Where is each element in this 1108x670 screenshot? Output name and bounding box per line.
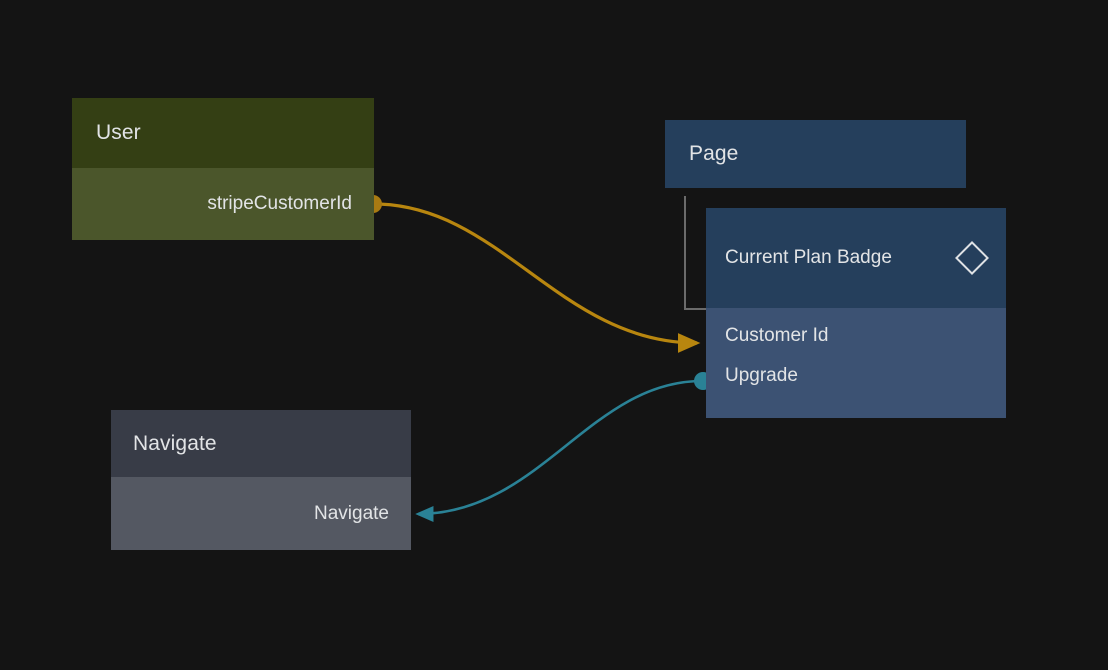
- node-current-plan-badge-header[interactable]: Current Plan Badge: [706, 208, 1006, 308]
- node-user-body: stripeCustomerId: [72, 168, 374, 240]
- node-user-header[interactable]: User: [72, 98, 374, 168]
- node-navigate-header[interactable]: Navigate: [111, 410, 411, 477]
- edge-upgrade-to-navigate: [415, 372, 712, 522]
- field-navigate-label: Navigate: [314, 502, 389, 524]
- node-navigate-body: Navigate: [111, 477, 411, 550]
- field-customer-id[interactable]: Customer Id: [706, 308, 1006, 356]
- parent-child-bracket: [684, 196, 706, 310]
- node-page[interactable]: Page: [665, 120, 966, 188]
- field-stripe-customer-id-label: stripeCustomerId: [207, 193, 352, 214]
- node-page-header[interactable]: Page: [665, 120, 966, 188]
- field-customer-id-label: Customer Id: [725, 325, 829, 346]
- edge-stripe-to-customerid: [364, 195, 701, 353]
- node-current-plan-badge-body: Customer Id Upgrade: [706, 308, 1006, 418]
- node-navigate[interactable]: Navigate Navigate: [111, 410, 411, 550]
- node-current-plan-badge[interactable]: Current Plan Badge Customer Id Upgrade: [706, 208, 1006, 418]
- diamond-icon: [955, 241, 989, 275]
- node-user-title: User: [96, 121, 141, 144]
- field-navigate[interactable]: Navigate: [111, 477, 411, 550]
- node-page-title: Page: [689, 142, 739, 165]
- field-stripe-customer-id[interactable]: stripeCustomerId: [72, 168, 374, 240]
- node-user[interactable]: User stripeCustomerId: [72, 98, 374, 240]
- edge-path-teal: [415, 379, 703, 522]
- node-navigate-title: Navigate: [133, 431, 217, 455]
- node-current-plan-badge-title: Current Plan Badge: [725, 247, 892, 269]
- field-upgrade[interactable]: Upgrade: [706, 356, 1006, 396]
- edge-path-gold: [373, 202, 701, 353]
- field-upgrade-label: Upgrade: [725, 365, 798, 386]
